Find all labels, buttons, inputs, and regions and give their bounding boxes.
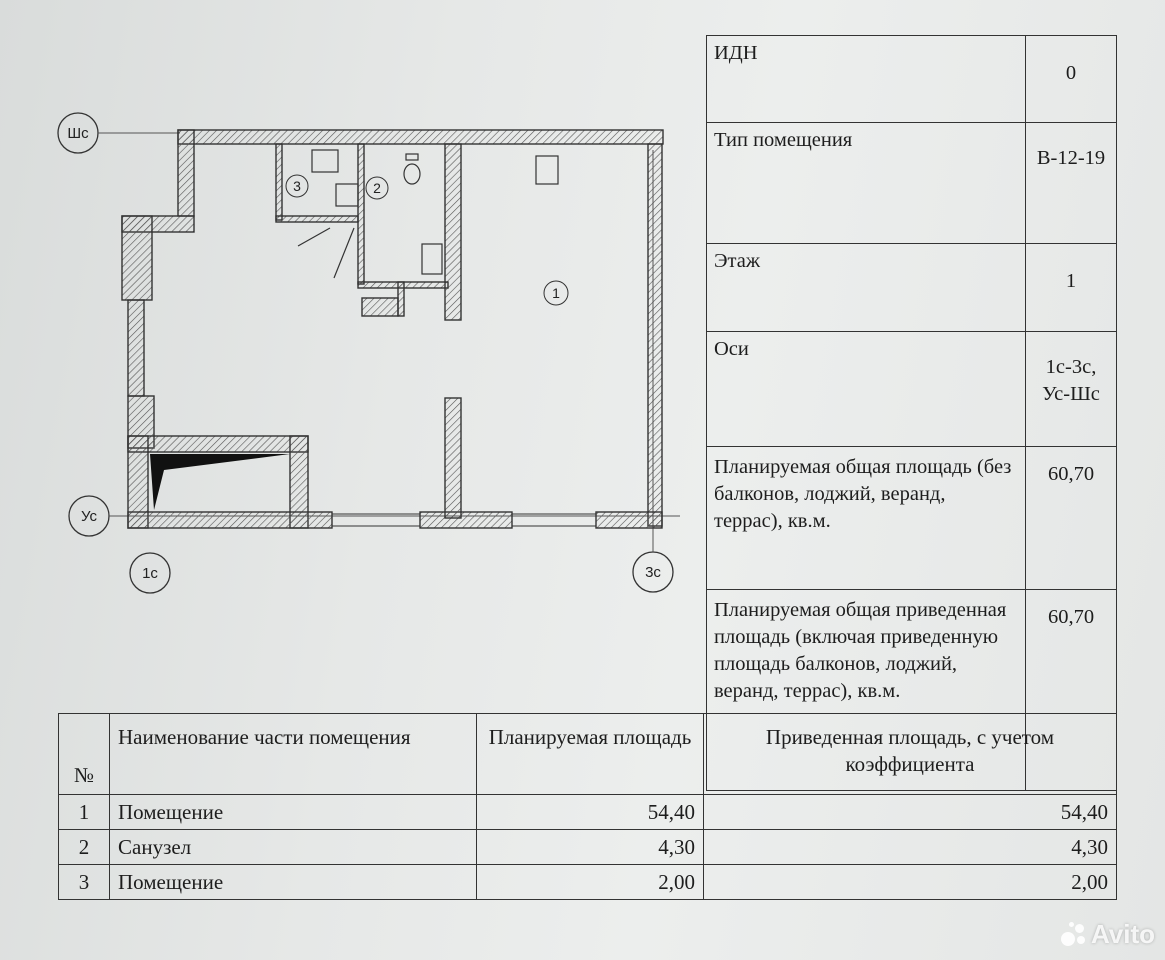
row-num: 1 [58,794,110,830]
svg-text:3с: 3с [645,564,661,581]
info-row: Тип помещения В-12-19 [706,122,1117,244]
info-row: Этаж 1 [706,243,1117,332]
axis-left: 1с [129,552,171,594]
info-value: 60,70 [1025,446,1117,590]
info-label: Оси [706,331,1026,447]
windows [143,300,596,527]
row-name: Санузел [109,829,477,865]
table-row: 2 Санузел 4,30 4,30 [58,829,1117,865]
info-value: В-12-19 [1025,122,1117,244]
info-label: Планируемая общая площадь (без балконов,… [706,446,1026,590]
table-row: 1 Помещение 54,40 54,40 [58,794,1117,830]
watermark-text: Avito [1090,919,1155,949]
info-label: Этаж [706,243,1026,332]
row-area: 54,40 [476,794,704,830]
row-name: Помещение [109,794,477,830]
svg-text:1: 1 [552,285,560,301]
walls [121,129,664,529]
svg-text:1с: 1с [142,565,158,582]
row-reduced-area: 54,40 [703,794,1117,830]
avito-watermark: Avito [1060,919,1155,950]
svg-text:Ус: Ус [81,508,98,525]
info-value: 0 [1025,35,1117,123]
info-row: Планируемая общая площадь (без балконов,… [706,446,1117,590]
svg-text:2: 2 [373,180,381,196]
row-reduced-area: 4,30 [703,829,1117,865]
fixtures [297,149,559,279]
header-name: Наименование части помещения [109,713,477,795]
svg-text:3: 3 [293,178,301,194]
room-parts-table: № Наименование части помещения Планируем… [58,713,1117,900]
info-value: 1 [1025,243,1117,332]
balcony-shadow [150,454,290,510]
info-value: 1с-3с, Ус-Шс [1025,331,1117,447]
row-area: 2,00 [476,864,704,900]
row-num: 2 [58,829,110,865]
floor-plan: Шс Ус 1с 3с [0,0,700,620]
header-num: № [58,713,110,795]
svg-text:Шс: Шс [67,125,89,142]
header-reduced-area: Приведенная площадь, с учетом коэффициен… [703,713,1117,795]
info-label: Тип помещения [706,122,1026,244]
room-labels: 3 2 1 [285,174,569,306]
info-label: ИДН [706,35,1026,123]
apartment-info-table: ИДН 0 Тип помещения В-12-19 Этаж 1 Оси 1… [706,35,1117,791]
info-row: ИДН 0 [706,35,1117,123]
avito-logo-icon [1060,921,1087,948]
row-num: 3 [58,864,110,900]
parts-header-row: № Наименование части помещения Планируем… [58,713,1117,795]
row-reduced-area: 2,00 [703,864,1117,900]
floor-plan-drawing: Шс Ус 1с 3с [57,112,680,594]
table-row: 3 Помещение 2,00 2,00 [58,864,1117,900]
row-area: 4,30 [476,829,704,865]
info-row: Оси 1с-3с, Ус-Шс [706,331,1117,447]
row-name: Помещение [109,864,477,900]
axis-top: Шс [57,112,180,154]
header-area: Планируемая площадь [476,713,704,795]
